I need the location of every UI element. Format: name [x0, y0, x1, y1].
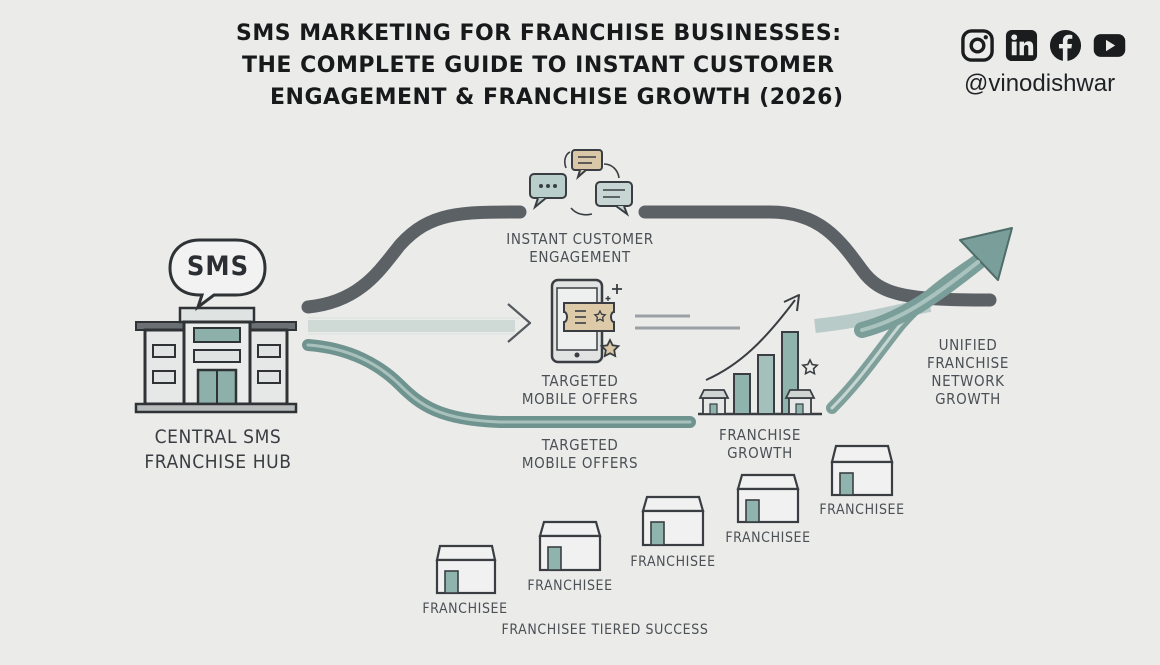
chat-bubbles-icon	[529, 149, 633, 217]
social-links	[960, 28, 1127, 63]
author-handle: @vinodishwar	[964, 70, 1116, 97]
page-title: SMS MARKETING FOR FRANCHISE BUSINESSES: …	[236, 18, 926, 114]
sms-bubble-icon	[168, 238, 267, 312]
franchisee-label-1: FRANCHISEE	[422, 601, 508, 617]
growth-chart-icon	[698, 294, 822, 416]
franchisee-store-icon-5	[830, 444, 894, 497]
franchisee-store-icon-3	[641, 495, 705, 547]
instagram-icon[interactable]	[960, 28, 995, 63]
linkedin-icon[interactable]	[1004, 28, 1039, 63]
engagement-flow-path	[301, 205, 527, 314]
title-line-2: THE COMPLETE GUIDE TO INSTANT CUSTOMER	[242, 53, 835, 78]
franchisee-store-icon-1	[435, 544, 497, 595]
youtube-icon[interactable]	[1092, 28, 1127, 63]
hub-building-icon	[134, 306, 298, 414]
engagement-label: INSTANT CUSTOMER ENGAGEMENT	[506, 230, 654, 266]
title-line-1: SMS MARKETING FOR FRANCHISE BUSINESSES:	[236, 21, 842, 46]
franchisee-store-icon-2	[538, 520, 602, 572]
franchisee-store-icon-4	[736, 473, 800, 524]
facebook-icon[interactable]	[1048, 28, 1083, 63]
offers-flow-right	[635, 314, 740, 330]
franchisee-label-4: FRANCHISEE	[725, 530, 811, 546]
title-line-3: ENGAGEMENT & FRANCHISE GROWTH (2026)	[270, 85, 844, 110]
franchisee-label-2: FRANCHISEE	[527, 578, 613, 594]
tiered-success-label: FRANCHISEE TIERED SUCCESS	[501, 622, 709, 638]
phone-coupon-icon	[550, 278, 622, 364]
franchisee-label-5: FRANCHISEE	[819, 502, 905, 518]
growth-label: FRANCHISE GROWTH	[719, 426, 801, 462]
network-growth-label: UNIFIED FRANCHISE NETWORK GROWTH	[927, 336, 1009, 408]
sms-bubble-text: SMS	[186, 251, 250, 282]
franchisee-label-3: FRANCHISEE	[630, 554, 716, 570]
hub-label: CENTRAL SMS FRANCHISE HUB	[144, 426, 292, 473]
offers-label-bottom: TARGETED MOBILE OFFERS	[521, 436, 639, 472]
offers-label-top: TARGETED MOBILE OFFERS	[521, 372, 639, 408]
